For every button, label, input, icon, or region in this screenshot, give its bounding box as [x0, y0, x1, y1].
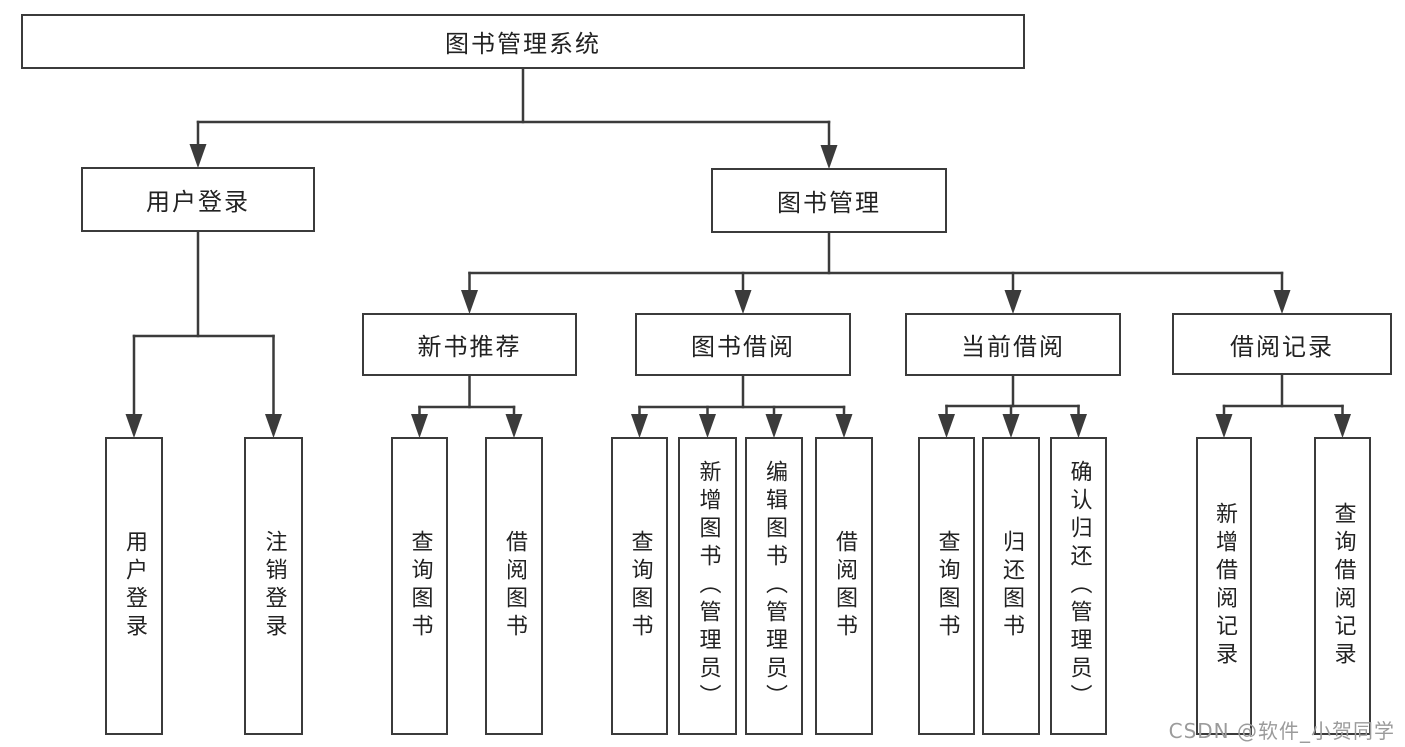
arrowhead-icon [1215, 414, 1233, 438]
arrowhead-icon [125, 414, 143, 438]
node-records: 借阅记录 [1172, 313, 1392, 375]
arrowhead-icon [734, 290, 752, 314]
node-rec-query: 查询借阅记录 [1314, 437, 1371, 735]
arrowhead-icon [461, 290, 478, 314]
arrowhead-icon [938, 414, 955, 438]
arrowhead-icon [1002, 414, 1020, 438]
node-user-login: 用户登录 [105, 437, 163, 735]
arrowhead-icon [1070, 414, 1087, 438]
node-borrow: 图书借阅 [635, 313, 851, 376]
node-mgmt: 图书管理 [711, 168, 947, 233]
arrowhead-icon [699, 414, 716, 438]
arrowhead-icon [765, 414, 783, 438]
node-nb-query: 查询图书 [391, 437, 448, 735]
node-bw-edit: 编辑图书（管理员） [745, 437, 803, 735]
node-newbook: 新书推荐 [362, 313, 577, 376]
node-cur-query: 查询图书 [918, 437, 975, 735]
node-bw-add: 新增图书（管理员） [678, 437, 737, 735]
node-current: 当前借阅 [905, 313, 1121, 376]
arrowhead-icon [189, 144, 207, 168]
arrowhead-icon [1004, 290, 1022, 314]
arrowhead-icon [820, 145, 838, 169]
arrowhead-icon [505, 414, 523, 438]
arrowhead-icon [265, 414, 282, 438]
node-logout: 注销登录 [244, 437, 303, 735]
arrowhead-icon [411, 414, 428, 438]
arrowhead-icon [835, 414, 853, 438]
arrowhead-icon [631, 414, 648, 438]
node-login: 用户登录 [81, 167, 315, 232]
node-cur-return: 归还图书 [982, 437, 1040, 735]
node-bw-borrow: 借阅图书 [815, 437, 873, 735]
node-bw-query: 查询图书 [611, 437, 668, 735]
node-rec-add: 新增借阅记录 [1196, 437, 1252, 735]
arrowhead-icon [1273, 290, 1291, 314]
arrowhead-icon [1334, 414, 1351, 438]
node-nb-borrow: 借阅图书 [485, 437, 543, 735]
node-root: 图书管理系统 [21, 14, 1025, 69]
node-cur-confirm: 确认归还（管理员） [1050, 437, 1107, 735]
